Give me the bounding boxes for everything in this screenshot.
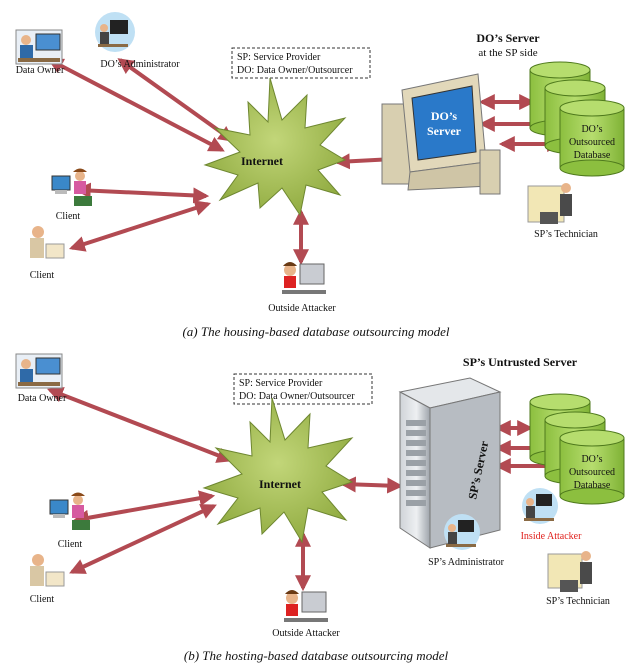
client-label-1-b: Client <box>58 539 83 550</box>
data-owner-label: Data Owner <box>16 65 65 76</box>
arrow-administrator <box>117 58 235 142</box>
legend-line-do: DO: Data Owner/Outsourcer <box>237 65 353 76</box>
database-cylinders-a: DO’s Outsourced Database <box>529 61 625 177</box>
data-owner-icon <box>15 29 63 65</box>
sp-server-tower-icon: SP’s Server <box>398 377 502 549</box>
server-title-b: SP’s Untrusted Server <box>463 355 578 369</box>
arrow-internet-server-b <box>339 476 404 494</box>
server-title-a-line1: DO’s Server <box>476 31 540 45</box>
client-icon-2 <box>30 226 65 259</box>
client-icon-1 <box>51 168 92 206</box>
client-label-2: Client <box>30 270 55 281</box>
arrow-client-1 <box>74 182 210 204</box>
db-cylinder-front-b <box>559 429 625 505</box>
arrow-client-2 <box>68 200 212 252</box>
database-label-a-line3: Database <box>574 150 611 161</box>
legend-line-sp-b: SP: Service Provider <box>239 378 323 389</box>
database-label-a-line1: DO’s <box>581 124 602 135</box>
legend-box-a: SP: Service Provider DO: Data Owner/Outs… <box>231 47 371 79</box>
server-title-a-line2: at the SP side <box>478 47 537 59</box>
internet-cloud-a: Internet <box>203 77 347 217</box>
legend-line-do-b: DO: Data Owner/Outsourcer <box>239 391 355 402</box>
outside-attacker-label-b: Outside Attacker <box>272 628 340 639</box>
client-icon-2-b <box>30 554 65 587</box>
internet-label: Internet <box>241 154 283 168</box>
database-cylinders-b: DO’s Outsourced Database <box>529 393 625 505</box>
caption-a: (a) The housing-based database outsourci… <box>182 324 449 339</box>
technician-icon-b <box>547 551 592 592</box>
outside-attacker-icon-b <box>284 590 328 622</box>
server-screen-label-line2: Server <box>427 124 462 138</box>
database-label-b-line1: DO’s <box>581 454 602 465</box>
technician-label-a: SP’s Technician <box>534 229 598 240</box>
connection-arrows-b <box>47 387 562 592</box>
client-icon-1-b <box>49 492 90 530</box>
panel-b: SP: Service Provider DO: Data Owner/Outs… <box>15 353 625 663</box>
internet-burst-shape-b <box>202 397 354 544</box>
inside-attacker-label: Inside Attacker <box>521 531 582 542</box>
internet-burst-shape <box>203 77 347 217</box>
do-server-icon: DO’s Server at the SP side DO’s Server <box>381 31 540 195</box>
sp-administrator-label: SP’s Administrator <box>428 557 505 568</box>
data-owner-label-b: Data Owner <box>18 393 67 404</box>
inside-attacker-icon <box>522 488 558 524</box>
server-screen-label-line1: DO’s <box>431 109 458 123</box>
panel-a: SP: Service Provider DO: Data Owner/Outs… <box>15 12 625 339</box>
administrator-label: DO’s Administrator <box>100 59 180 70</box>
administrator-icon <box>95 12 135 52</box>
legend-box-b: SP: Service Provider DO: Data Owner/Outs… <box>233 373 373 405</box>
legend-line-sp: SP: Service Provider <box>237 52 321 63</box>
database-label-b-line2: Outsourced <box>569 467 615 478</box>
sp-administrator-icon <box>444 514 480 550</box>
data-owner-icon-b <box>15 353 63 389</box>
technician-icon-a <box>527 183 572 224</box>
caption-b: (b) The hosting-based database outsourci… <box>184 648 449 663</box>
outside-attacker-icon <box>282 262 326 294</box>
client-label-1: Client <box>56 211 81 222</box>
technician-label-b: SP’s Technician <box>546 596 610 607</box>
database-label-b-line3: Database <box>574 480 611 491</box>
client-label-2-b: Client <box>30 594 55 605</box>
arrow-data-owner-b <box>47 387 233 463</box>
outside-attacker-label: Outside Attacker <box>268 303 336 314</box>
database-label-a-line2: Outsourced <box>569 137 615 148</box>
internet-cloud-b: Internet <box>202 397 354 544</box>
db-cylinder-front <box>559 99 625 177</box>
internet-label-b: Internet <box>259 477 301 491</box>
arrow-client-2-b <box>69 504 217 574</box>
